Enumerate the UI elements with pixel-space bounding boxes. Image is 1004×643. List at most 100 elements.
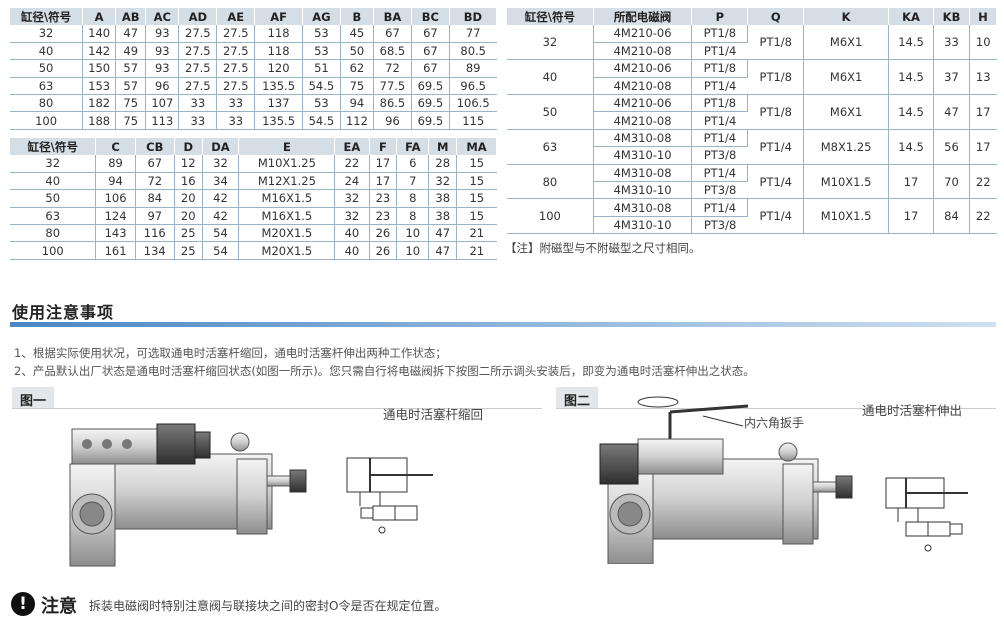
table-cell: 54 — [202, 224, 240, 243]
bore-cell: 50 — [507, 94, 594, 130]
section-title: 使用注意事项 — [12, 303, 115, 322]
table-cell: 107 — [145, 94, 180, 113]
table-cell: 75 — [115, 94, 147, 113]
kb-cell: 84 — [933, 198, 970, 235]
table-cell: 86.5 — [373, 94, 412, 113]
table-cell: 134 — [135, 241, 175, 260]
table-cell: 97 — [135, 207, 175, 226]
table-cell: 27.5 — [178, 77, 218, 96]
table-cell: 50 — [10, 59, 84, 78]
column-header: AG — [302, 8, 341, 25]
valve-model-cell: 4M210-06 — [593, 59, 693, 78]
column-header: KA — [888, 8, 935, 25]
column-header: AC — [145, 8, 180, 25]
table-cell: 40 — [334, 224, 370, 243]
port-p-cell: PT1/8 — [691, 94, 749, 113]
table-cell: 15 — [456, 189, 497, 208]
table-cell: 72 — [135, 172, 175, 191]
table-cell: 32 — [334, 189, 370, 208]
table-cell: 26 — [369, 241, 398, 260]
section-divider — [10, 322, 996, 327]
column-header: H — [969, 8, 998, 25]
table-cell: 137 — [254, 94, 303, 113]
column-header: C — [95, 138, 136, 155]
q-cell: PT1/4 — [747, 198, 805, 235]
ka-cell: 14.5 — [888, 59, 935, 96]
column-header: KB — [933, 8, 970, 25]
q-cell: PT1/4 — [747, 129, 805, 165]
table-cell: M12X1.25 — [238, 172, 336, 191]
table-cell: 69.5 — [411, 77, 450, 96]
table-cell: 26 — [369, 224, 398, 243]
table-cell: 142 — [82, 42, 117, 61]
table-cell: 20 — [174, 189, 203, 208]
port-p-cell: PT1/4 — [691, 164, 749, 183]
table-cell: 106.5 — [449, 94, 497, 113]
table-cell: 93 — [145, 59, 180, 78]
column-header: K — [803, 8, 889, 25]
table-cell: 120 — [254, 59, 303, 78]
valve-symbol-1 — [346, 457, 433, 534]
valve-symbol-2 — [885, 477, 968, 552]
port-p-cell: PT1/4 — [691, 111, 748, 130]
table-cell: 89 — [95, 155, 136, 173]
port-p-cell: PT1/8 — [691, 59, 749, 78]
table-cell: 12 — [174, 155, 203, 173]
table-cell: 67 — [373, 25, 412, 43]
table-cell: 8 — [396, 207, 430, 226]
table-cell: 40 — [10, 172, 97, 191]
h-cell: 22 — [969, 164, 997, 200]
valve-model-cell: 4M210-08 — [593, 77, 693, 96]
table-cell: 75 — [115, 111, 147, 130]
table-cell: 8 — [396, 189, 430, 208]
table-cell: 17 — [369, 155, 398, 173]
table-cell: 33 — [216, 94, 256, 113]
table-cell: 77 — [449, 25, 497, 43]
kb-cell: 47 — [933, 94, 970, 130]
table-cell: 67 — [411, 42, 450, 61]
column-header: 缸径\符号 — [507, 8, 594, 25]
bore-cell: 80 — [507, 164, 594, 200]
table-cell: 47 — [428, 224, 458, 243]
k-cell: M10X1.5 — [803, 198, 889, 235]
ka-cell: 14.5 — [888, 25, 935, 61]
table-cell: 80 — [10, 94, 84, 113]
table-cell: 24 — [334, 172, 370, 191]
table-cell: 32 — [334, 207, 370, 226]
valve-model-cell: 4M310-10 — [593, 181, 693, 200]
column-header: M — [428, 138, 458, 155]
table-cell: 53 — [302, 94, 341, 113]
table-cell: 45 — [340, 25, 374, 43]
table-cell: 118 — [254, 42, 303, 61]
table-cell: 50 — [340, 42, 374, 61]
table-cell: 118 — [254, 25, 303, 43]
table-cell: 16 — [174, 172, 203, 191]
table-cell: 67 — [411, 25, 450, 43]
table-cell: 21 — [456, 241, 497, 260]
table-cell: 47 — [428, 241, 458, 260]
warning-text: 拆装电磁阀时特别注意阀与联接块之间的密封O令是否在规定位置。 — [89, 599, 447, 613]
valve-model-cell: 4M310-08 — [593, 198, 693, 217]
column-header: DA — [202, 138, 240, 155]
table-cell: 106 — [95, 189, 136, 208]
column-header: A — [82, 8, 117, 25]
ka-cell: 14.5 — [888, 129, 935, 165]
h-cell: 22 — [969, 198, 997, 235]
table-cell: 17 — [369, 172, 398, 191]
k-cell: M6X1 — [803, 94, 889, 130]
table-cell: 96.5 — [449, 77, 497, 96]
column-header: MA — [456, 138, 497, 155]
table-cell: 21 — [456, 224, 497, 243]
table-cell: 54.5 — [302, 111, 341, 130]
port-p-cell: PT1/4 — [691, 129, 749, 148]
table-cell: 27.5 — [178, 59, 218, 78]
table-cell: 32 — [202, 155, 240, 173]
